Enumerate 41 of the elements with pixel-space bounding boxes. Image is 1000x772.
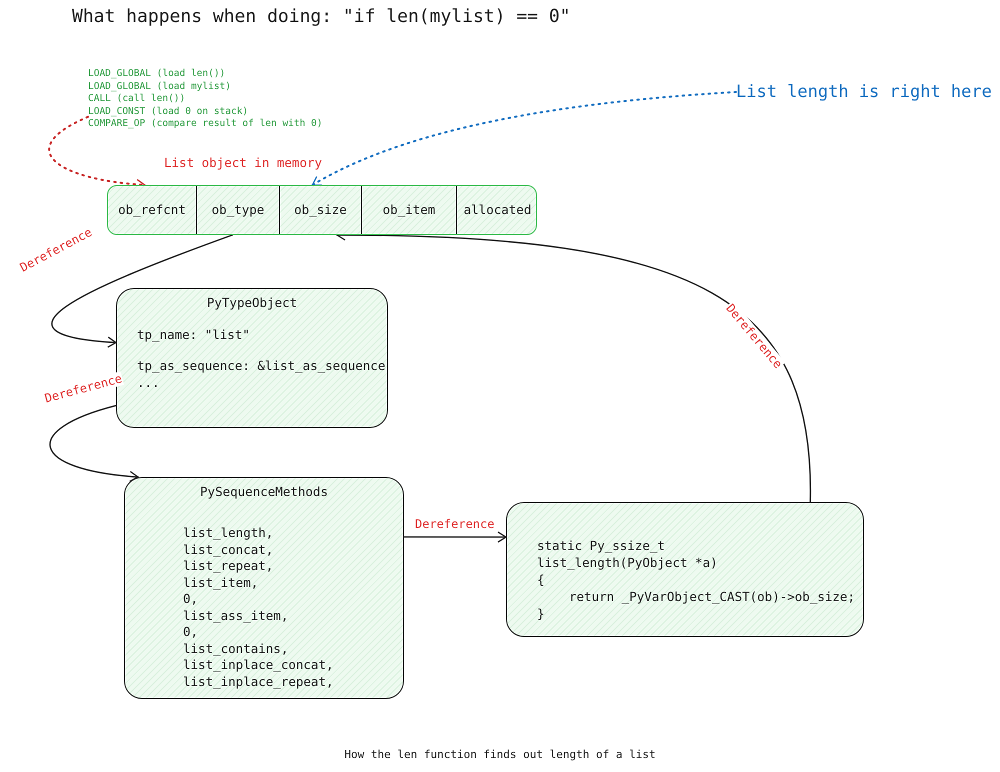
arrow: [50, 404, 139, 482]
code-line: list_ass_item,: [183, 608, 288, 624]
diagram-caption: How the len function finds out length of a list: [343, 748, 657, 761]
code-line: 0,: [183, 591, 198, 608]
bytecode-line: LOAD_GLOBAL (load mylist): [88, 80, 231, 93]
struct-box: [124, 477, 404, 699]
arrow: [403, 531, 507, 543]
field-cell: ob_refcnt: [108, 186, 196, 234]
arrow: [51, 234, 234, 348]
field-cell: ob_item: [361, 186, 456, 234]
bytecode-line: LOAD_GLOBAL (load len()): [88, 68, 226, 80]
edge-label: Dereference: [414, 517, 496, 531]
annotation-text: List length is right here: [736, 78, 998, 106]
code-line: 0,: [183, 624, 198, 640]
diagram-title: What happens when doing: "if len(mylist) == 0": [72, 6, 570, 27]
code-line: list_concat,: [183, 542, 274, 558]
field-cell: allocated: [456, 186, 538, 234]
code-line: list_inplace_repeat,: [183, 674, 334, 690]
field-cell: ob_type: [196, 186, 279, 234]
field-cell: ob_size: [279, 186, 361, 234]
struct-name: PySequenceMethods: [200, 484, 328, 499]
box-heading: List object in memory: [164, 155, 322, 170]
code-line: list_contains,: [183, 640, 288, 657]
arrow: [311, 91, 737, 186]
code-line: return _PyVarObject_CAST(ob)->ob_size;: [569, 588, 855, 605]
code-line: tp_name: "list": [137, 326, 250, 343]
code-line: list_inplace_concat,: [183, 657, 334, 674]
code-line: }: [537, 605, 545, 622]
code-line: list_repeat,: [183, 558, 274, 574]
code-line: list_item,: [183, 574, 258, 591]
code-line: static Py_ssize_t: [537, 537, 665, 554]
code-line: list_length,: [183, 525, 274, 542]
code-line: tp_as_sequence: &list_as_sequence: [137, 357, 386, 374]
bytecode-line: COMPARE_OP (compare result of len with 0): [88, 118, 322, 130]
bytecode-line: CALL (call len()): [88, 93, 186, 106]
code-line: {: [537, 571, 545, 588]
bytecode-line: LOAD_CONST (load 0 on stack): [88, 106, 248, 118]
code-box: [506, 502, 864, 637]
code-line: ...: [137, 374, 160, 391]
code-line: list_length(PyObject *a): [537, 554, 718, 571]
struct-name: PyTypeObject: [206, 295, 298, 310]
